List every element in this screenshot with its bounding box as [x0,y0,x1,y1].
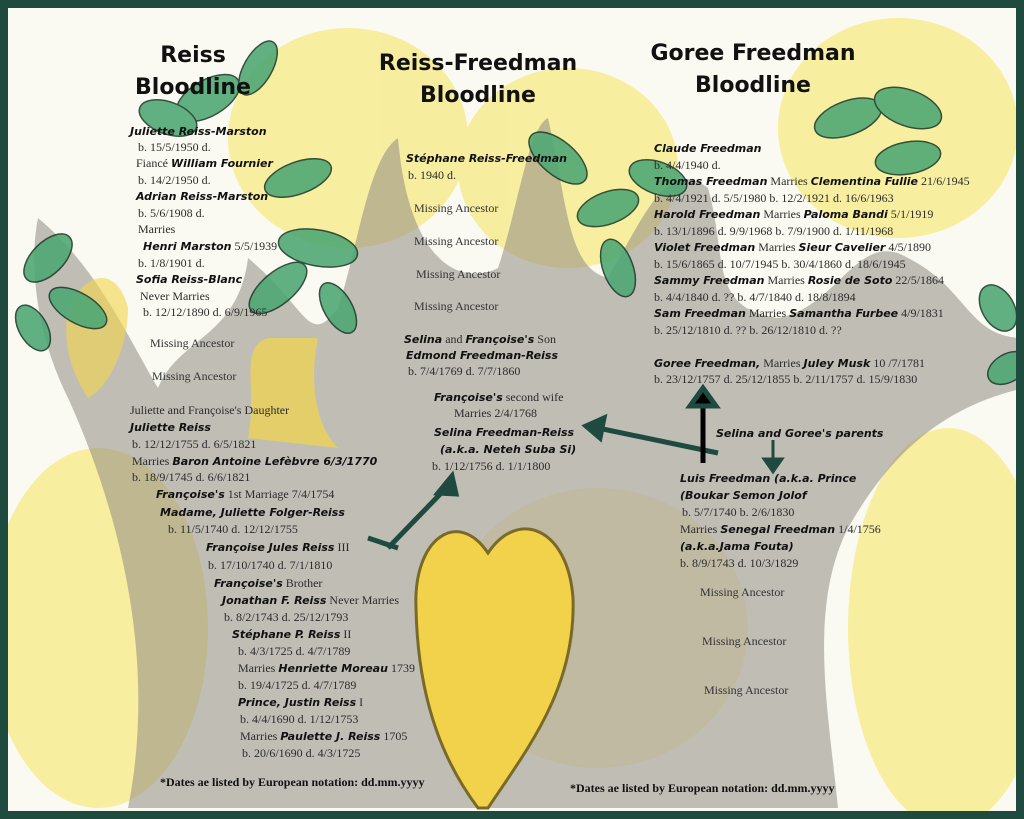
dates: b. 19/4/1725 d. 4/7/1789 [238,678,357,692]
missing-ancestor: Missing Ancestor [702,634,787,648]
missing-ancestor: Missing Ancestor [700,585,785,599]
footnote: *Dates ae listed by European notation: d… [160,775,425,789]
dates: b. 4/4/1690 d. 1/12/1753 [240,712,359,726]
heading-line: Reiss-Freedman [378,51,578,76]
person-entry: Stéphane Reiss-Freedman [406,152,567,165]
person-entry: Claude Freedman [654,142,762,155]
missing-ancestor: Missing Ancestor [414,234,499,248]
marriage-label: Never Marries [140,289,210,303]
person-entry: Henri Marston 5/5/1939 [143,239,278,253]
person-entry: Sam Freedman Marries Samantha Furbee 4/9… [654,306,944,320]
heading-goree-freedman-bloodline: Goree Freedman Bloodline [648,38,858,102]
dates: b. 15/5/1950 d. [138,140,211,154]
dates: b. 7/4/1769 d. 7/7/1860 [408,364,521,378]
person-entry: Jonathan F. Reiss Never Marries [222,593,400,607]
dates: b. 25/12/1810 d. ?? b. 26/12/1810 d. ?? [654,323,842,337]
heading-line: Goree Freedman [650,41,856,66]
heart-shape [414,527,575,810]
person-entry: Harold Freedman Marries Paloma Bandi 5/1… [654,207,934,221]
person-entry: Prince, Justin Reiss I [238,695,364,709]
dates: b. 4/4/1921 d. 5/5/1980 b. 12/2/1921 d. … [654,191,894,205]
heading-line: Bloodline [135,75,251,100]
relation-note: Françoise's second wife [434,390,564,404]
marriage-label: Marries 2/4/1768 [454,406,537,420]
person-entry: Marries Baron Antoine Lefèbvre 6/3/1770 [132,454,378,468]
dates: b. 4/4/1940 d. [654,158,721,172]
dates: b. 1/8/1901 d. [138,256,205,270]
footnote: *Dates ae listed by European notation: d… [570,781,835,795]
dates: b. 4/4/1840 d. ?? b. 4/7/1840 d. 18/8/18… [654,290,856,304]
dates: b. 23/12/1757 d. 25/12/1855 b. 2/11/1757… [654,372,918,386]
person-entry: Marries Senegal Freedman 1/4/1756 [680,522,881,536]
dates: b. 8/9/1743 d. 10/3/1829 [680,556,799,570]
person-entry: Juliette Reiss [130,421,211,434]
person-entry: Adrian Reiss-Marston [136,190,269,203]
relation-note: Selina and Françoise's Son [404,332,556,346]
heading-line: Bloodline [420,83,536,108]
person-entry: Juliette Reiss-Marston [130,125,267,138]
alias: (a.k.a. Neteh Suba Si) [440,443,577,456]
heading-line: Reiss [160,43,226,68]
dates: b. 13/1/1896 d. 9/9/1968 b. 7/9/1900 d. … [654,224,894,238]
person-entry: Stéphane P. Reiss II [232,627,352,641]
dates: b. 17/10/1740 d. 7/1/1810 [208,558,333,572]
marriage-label: Marries [138,222,176,236]
missing-ancestor: Missing Ancestor [414,299,499,313]
dates: b. 14/2/1950 d. [138,173,211,187]
heading-reiss-freedman-bloodline: Reiss-Freedman Bloodline [378,48,578,112]
dates: b. 12/12/1890 d. 6/9/1965 [143,305,268,319]
person-entry: Françoise Jules Reiss III [206,540,350,554]
marriage-entry: Françoise's 1st Marriage 7/4/1754 [156,487,335,501]
missing-ancestor: Missing Ancestor [704,683,789,697]
relation-note: Juliette and Françoise's Daughter [130,403,290,417]
dates: b. 4/3/1725 d. 4/7/1789 [238,644,351,658]
alias: (Boukar Semon Jolof [680,489,807,502]
missing-ancestor: Missing Ancestor [414,201,499,215]
person-entry: Sofia Reiss-Blanc [136,273,243,286]
dates: b. 18/9/1745 d. 6/6/1821 [132,470,251,484]
missing-ancestor: Missing Ancestor [416,267,501,281]
dates: b. 20/6/1690 d. 4/3/1725 [242,746,361,760]
dates: b. 11/5/1740 d. 12/12/1755 [168,522,298,536]
dates: b. 5/6/1908 d. [138,206,205,220]
dates: b. 12/12/1755 d. 6/5/1821 [132,437,257,451]
heading-reiss-bloodline: Reiss Bloodline [133,40,253,104]
dates: b. 15/6/1865 d. 10/7/1945 b. 30/4/1860 d… [654,257,906,271]
tree-illustration [8,18,1016,811]
person-entry: Sammy Freedman Marries Rosie de Soto 22/… [654,273,945,287]
lineage-arrows [367,383,785,551]
leaf-clusters [14,40,1016,386]
person-entry: Edmond Freedman-Reiss [406,349,558,362]
person-entry: Selina Freedman-Reiss [434,426,575,439]
relation-note: Selina and Goree's parents [716,427,884,440]
person-entry: Goree Freedman, Marries Juley Musk 10 /7… [654,356,925,370]
missing-ancestor: Missing Ancestor [150,336,235,350]
dates: b. 8/2/1743 d. 25/12/1793 [224,610,349,624]
relation-note: Françoise's Brother [214,576,323,590]
dates: b. 1940 d. [408,168,456,182]
person-entry: Marries Henriette Moreau 1739 [238,661,415,675]
person-entry: Madame, Juliette Folger-Reiss [160,506,345,519]
dates: b. 5/7/1740 b. 2/6/1830 [682,505,795,519]
person-entry: Luis Freedman (a.k.a. Prince [680,472,857,485]
person-entry: Violet Freedman Marries Sieur Cavelier 4… [654,240,932,254]
person-entry: Thomas Freedman Marries Clementina Fulli… [654,174,970,188]
person-entry: Marries Paulette J. Reiss 1705 [240,729,408,743]
heading-line: Bloodline [695,73,811,98]
dates: b. 1/12/1756 d. 1/1/1800 [432,459,551,473]
person-entry: Fiancé William Fournier [136,156,273,170]
missing-ancestor: Missing Ancestor [152,369,237,383]
alias: (a.k.a.Jama Fouta) [680,540,794,553]
